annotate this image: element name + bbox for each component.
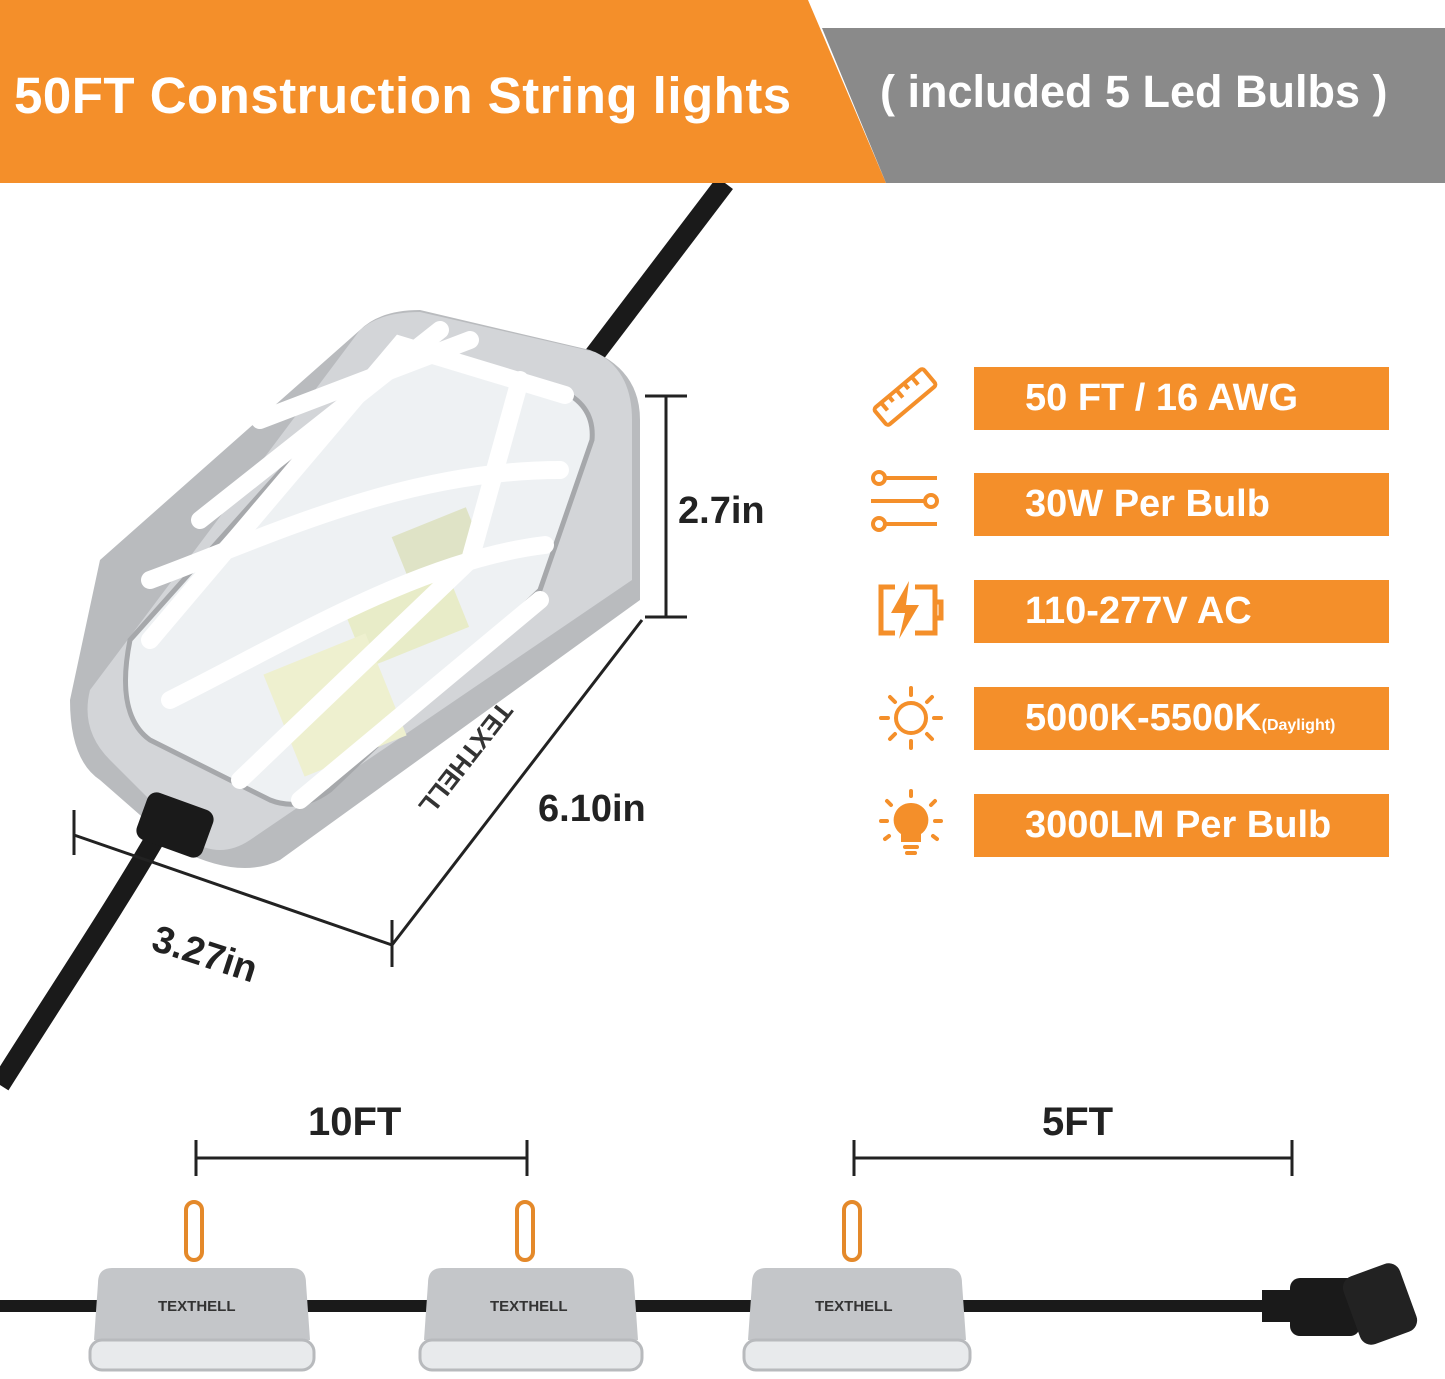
spec-wattage: 30W Per Bulb xyxy=(974,473,1389,536)
spacing-dimension-lines xyxy=(194,1140,1294,1176)
bulb-fixtures xyxy=(88,1268,972,1372)
header-gray-banner xyxy=(822,28,1445,183)
height-dimension-label: 2.7in xyxy=(678,490,765,532)
sliders-icon xyxy=(871,470,939,532)
dimension-lines xyxy=(72,394,687,967)
fixture-brand-labels: TEXTHELL TEXTHELL TEXTHELL xyxy=(158,1298,893,1315)
carabiners xyxy=(184,1200,862,1262)
header-orange-banner xyxy=(0,0,886,183)
work-light-illustration: TEXTHELL xyxy=(0,183,733,1091)
svg-text:TEXTHELL: TEXTHELL xyxy=(815,1298,893,1315)
page-subtitle: ( included 5 Led Bulbs ) xyxy=(880,66,1388,117)
end-outlet-plug xyxy=(1262,1263,1418,1345)
string-lights-diagram: TEXTHELL TEXTHELL TEXTHELL xyxy=(0,1140,1418,1372)
power-cable-bottom xyxy=(0,825,169,1091)
spec-length: 50 FT / 16 AWG xyxy=(974,367,1389,430)
length-dimension-label: 6.10in xyxy=(538,788,646,830)
sun-icon xyxy=(879,686,943,750)
spec-color-temp: 5000K-5500K(Daylight) xyxy=(974,687,1389,750)
ruler-icon xyxy=(872,367,938,427)
spec-lumens: 3000LM Per Bulb xyxy=(974,794,1389,857)
spec-voltage: 110-277V AC xyxy=(974,580,1389,643)
page-title: 50FT Construction String lights xyxy=(14,67,792,124)
svg-text:TEXTHELL: TEXTHELL xyxy=(490,1298,568,1315)
lightbulb-icon xyxy=(879,789,943,855)
protective-cage xyxy=(141,321,574,809)
svg-text:TEXTHELL: TEXTHELL xyxy=(158,1298,236,1315)
spacing-label-end: 5FT xyxy=(1042,1100,1114,1144)
spacing-label-between: 10FT xyxy=(308,1100,402,1144)
battery-bolt-icon xyxy=(878,581,944,639)
